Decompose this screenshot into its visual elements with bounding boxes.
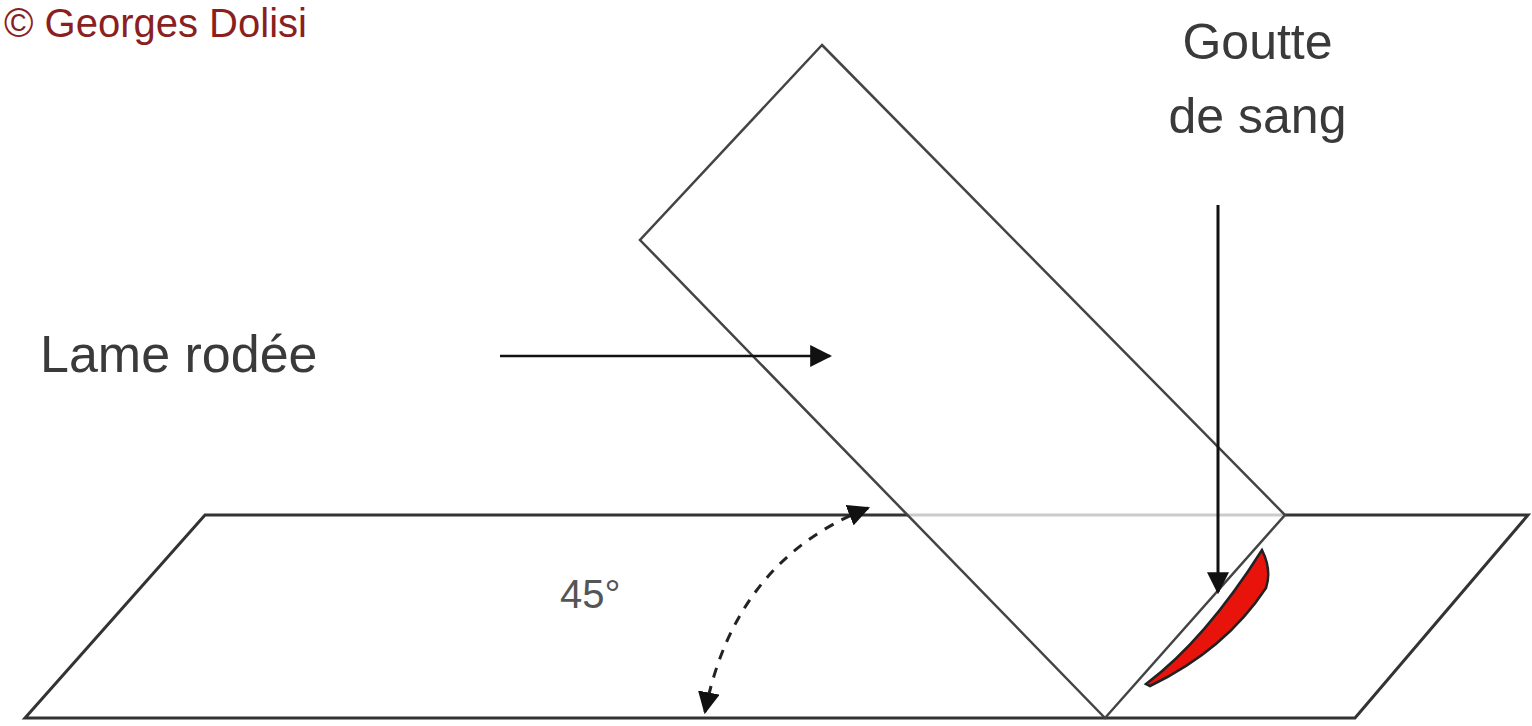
blood-drop xyxy=(1146,550,1268,686)
drop-label: Goutte de sang xyxy=(1150,5,1365,153)
angle-arc xyxy=(705,508,868,712)
flat-slide xyxy=(25,515,1528,718)
copyright-note: © Georges Dolisi xyxy=(4,0,364,46)
leader-line xyxy=(500,355,830,358)
leader-line xyxy=(1217,205,1220,592)
tilted-slide xyxy=(640,45,1285,718)
slide-label: Lame rodée xyxy=(40,322,490,386)
angle-label: 45° xyxy=(560,570,680,618)
